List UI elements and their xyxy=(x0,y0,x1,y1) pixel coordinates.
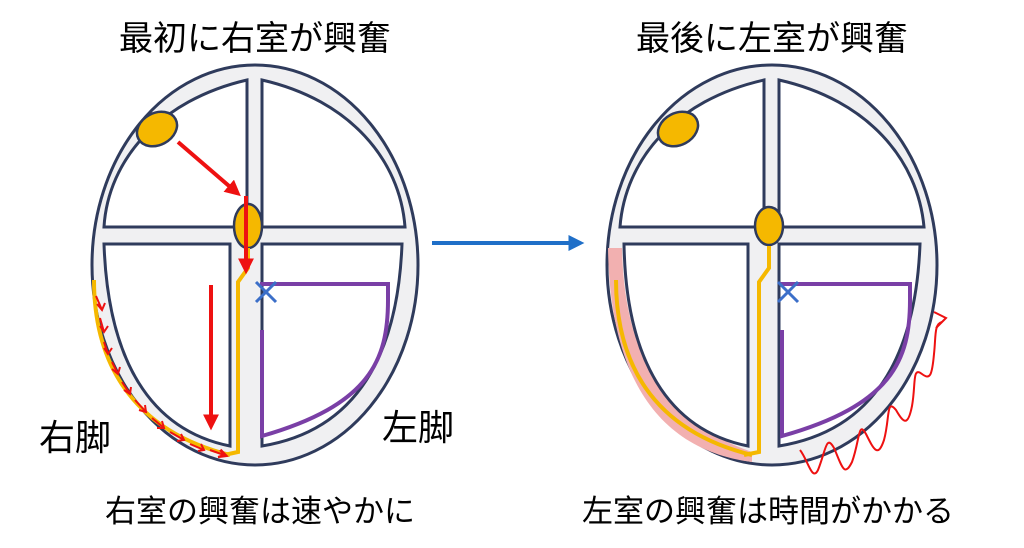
block-x-mark-icon-2 xyxy=(776,280,800,304)
left-panel-caption: 右室の興奮は速やかに xyxy=(105,494,415,530)
rv-wall-excitation-arrows xyxy=(95,295,224,455)
slow-excitation-zone xyxy=(608,248,752,462)
sa-to-av-arrow xyxy=(176,140,241,197)
block-x-mark-icon xyxy=(254,280,278,304)
right-panel-caption: 左室の興奮は時間がかかる xyxy=(582,494,954,530)
right-bundle-branch-2 xyxy=(614,279,753,457)
slow-excitation-wave-arrow xyxy=(799,321,943,475)
left-bundle-label: 左脚 xyxy=(382,408,454,449)
right-bundle-branch xyxy=(92,279,231,457)
left-panel-title: 最初に右室が興奮 xyxy=(119,19,391,59)
right-panel-title: 最後に左室が興奮 xyxy=(636,19,908,59)
left-bundle-branch xyxy=(260,282,390,439)
rv-wall-arrow-heads xyxy=(96,302,226,458)
right-atrium-chamber-2 xyxy=(618,78,766,229)
left-atrium-chamber xyxy=(260,78,407,229)
sinus-node-2 xyxy=(656,110,700,148)
right-ventricle-chamber xyxy=(102,242,232,448)
his-bundle-and-right-bundle-2 xyxy=(743,246,771,457)
right-bundle-label: 右脚 xyxy=(39,418,111,459)
left-bundle-branch-2 xyxy=(780,282,912,439)
right-heart: 最後に左室が興奮 左室の興奮は時間がかかる xyxy=(582,19,954,530)
av-node-2 xyxy=(753,205,785,247)
left-atrium-chamber-2 xyxy=(777,78,926,229)
wave-arrow-head xyxy=(933,311,948,329)
right-ventricle-chamber-2 xyxy=(622,242,750,448)
left-heart: 最初に右室が興奮 右脚 左脚 右室の興奮は速やかに xyxy=(39,19,454,530)
right-atrium-chamber xyxy=(102,78,249,229)
sinus-node xyxy=(135,110,179,148)
